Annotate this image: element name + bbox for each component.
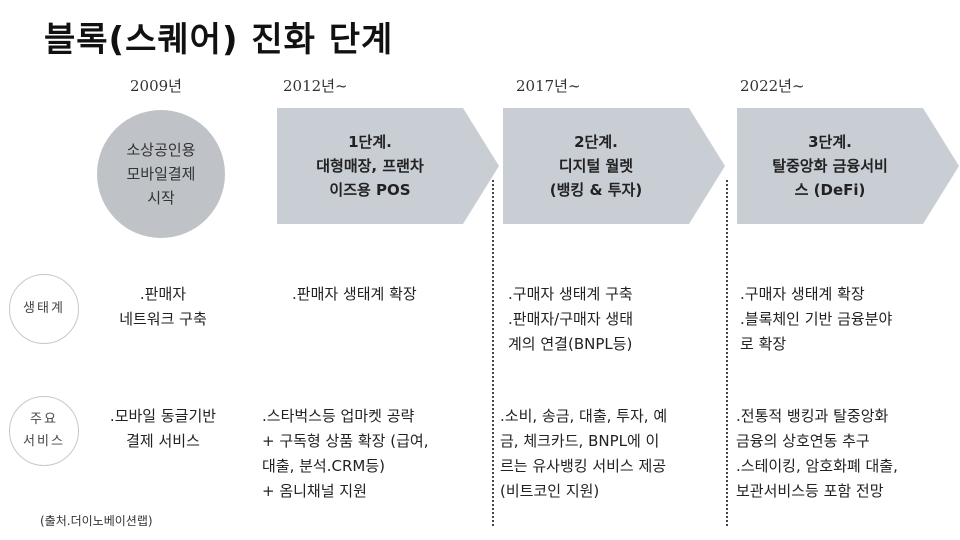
page-title: 블록(스퀘어) 진화 단계 — [44, 20, 394, 60]
services-cell-2009: .모바일 동글기반 결제 서비스 — [109, 407, 217, 450]
services-cell-2022: .전통적 뱅킹과 탈중앙화 금융의 상호연동 추구 .스테이킹, 암호화폐 대출… — [736, 407, 898, 500]
row-label-services: 주요 서비스 — [9, 396, 79, 466]
stage-3-arrow: 3단계. 탈중앙화 금융서비 스 (DeFi) — [737, 108, 959, 224]
services-cell-2017: .소비, 송금, 대출, 투자, 예 금, 체크카드, BNPL에 이 르는 유… — [500, 407, 668, 500]
ecosystem-cell-2009: .판매자 네트워크 구축 — [119, 285, 207, 328]
ecosystem-cell-2017: .구매자 생태계 구축 .판매자/구매자 생태 계의 연결(BNPL등) — [508, 285, 633, 353]
divider-1 — [492, 180, 494, 526]
divider-2 — [726, 180, 728, 526]
stage-3-label: 3단계. 탈중앙화 금융서비 스 (DeFi) — [772, 133, 888, 199]
start-stage-circle: 소상공인용 모바일결제 시작 — [97, 110, 225, 238]
year-2012: 2012년~ — [283, 77, 348, 95]
stage-2-label: 2단계. 디지털 월렛 (뱅킹 & 투자) — [549, 133, 643, 199]
stage-1-arrow: 1단계. 대형매장, 프랜차 이즈용 POS — [277, 108, 499, 224]
stage-2-arrow: 2단계. 디지털 월렛 (뱅킹 & 투자) — [503, 108, 725, 224]
year-2017: 2017년~ — [516, 77, 581, 95]
year-2022: 2022년~ — [740, 77, 805, 95]
ecosystem-cell-2022: .구매자 생태계 확장 .블록체인 기반 금융분야 로 확장 — [740, 285, 893, 353]
source-note: (출처.더이노베이션랩) — [40, 514, 153, 528]
ecosystem-cell-2012: .판매자 생태계 확장 — [292, 285, 417, 303]
row-label-ecosystem: 생태계 — [9, 274, 79, 344]
services-cell-2012: .스타벅스등 업마켓 공략 + 구독형 상품 확장 (급여, 대출, 분석.CR… — [262, 407, 429, 500]
stage-1-label: 1단계. 대형매장, 프랜차 이즈용 POS — [316, 133, 424, 199]
year-2009: 2009년 — [130, 77, 182, 95]
